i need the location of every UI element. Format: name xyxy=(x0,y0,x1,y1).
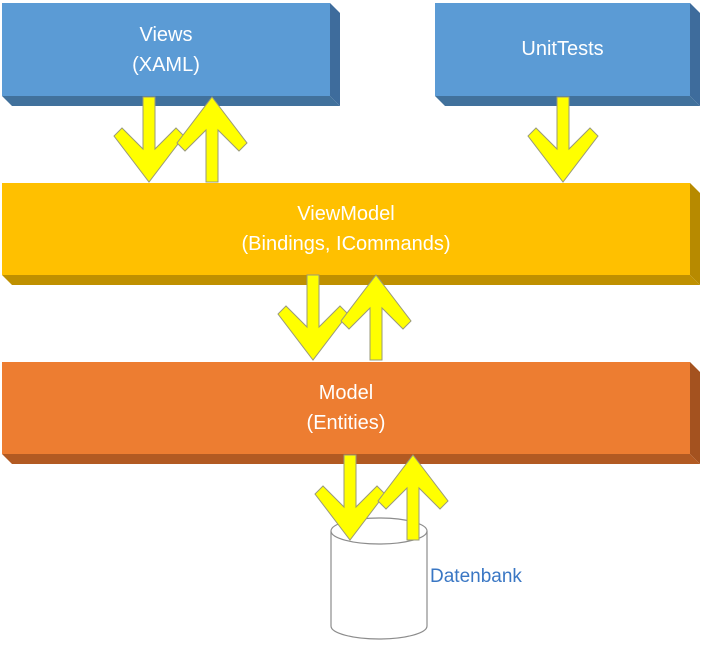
arrow-up-icon xyxy=(340,274,412,361)
arrow-down-icon xyxy=(113,96,185,183)
arrow-down-icon xyxy=(277,274,349,361)
database-label: Datenbank xyxy=(430,566,522,587)
viewmodel-box xyxy=(2,183,700,285)
unittests-box xyxy=(435,3,700,106)
arrow-up-icon xyxy=(176,96,248,183)
views-box xyxy=(2,3,340,106)
arrow-down-icon xyxy=(527,96,599,183)
model-box xyxy=(2,362,700,464)
